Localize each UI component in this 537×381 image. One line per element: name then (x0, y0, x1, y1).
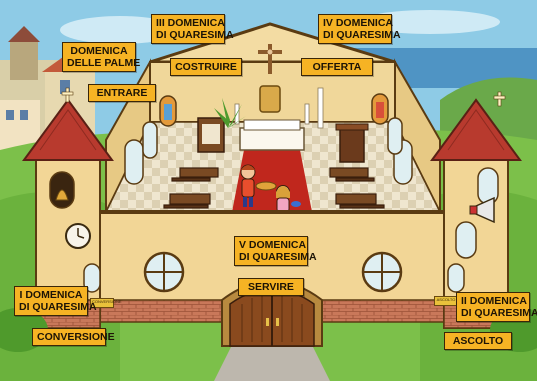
label-costruire[interactable]: COSTRUIRE (170, 58, 242, 76)
child-girl (276, 186, 290, 213)
label-ascolto-text: ASCOLTO (449, 335, 507, 347)
ascolto-plate: ASCOLTO (434, 296, 458, 306)
label-servire-text: SERVIRE (243, 281, 299, 293)
label-quarta-domenica-line1: IV DOMENICA (323, 17, 387, 29)
lectern (340, 128, 364, 162)
label-offerta-text: OFFERTA (306, 61, 368, 73)
label-ascolto[interactable]: ASCOLTO (444, 332, 512, 350)
label-entrare-text: ENTRARE (93, 87, 151, 99)
label-domenica-palme[interactable]: DOMENICA DELLE PALME (62, 42, 136, 72)
label-prima-domenica-line2: DI QUARESIMA (19, 301, 83, 313)
offering-plate (256, 182, 276, 190)
label-costruire-text: COSTRUIRE (175, 61, 237, 73)
label-conversione-text: CONVERSIONE (37, 331, 101, 343)
tabernacle (260, 86, 280, 112)
label-terza-domenica-line2: DI QUARESIMA (156, 29, 220, 41)
label-entrare[interactable]: ENTRARE (88, 84, 156, 102)
label-prima-domenica[interactable]: I DOMENICA DI QUARESIMA (14, 286, 88, 316)
altar (240, 128, 304, 150)
label-quinta-domenica-line1: V DOMENICA (239, 239, 303, 251)
round-window-right (363, 253, 401, 291)
path (214, 345, 330, 381)
label-seconda-domenica-line1: II DOMENICA (461, 295, 525, 307)
label-seconda-domenica[interactable]: II DOMENICA DI QUARESIMA (456, 292, 530, 322)
label-offerta[interactable]: OFFERTA (301, 58, 373, 76)
round-window-left (145, 253, 183, 291)
stained-window-right (372, 94, 388, 124)
label-conversione[interactable]: CONVERSIONE (32, 328, 106, 346)
label-domenica-palme-line1: DOMENICA (67, 45, 131, 57)
label-seconda-domenica-line2: DI QUARESIMA (461, 307, 525, 319)
label-servire[interactable]: SERVIRE (238, 278, 304, 296)
stained-window-left (160, 96, 176, 126)
label-quarta-domenica[interactable]: IV DOMENICA DI QUARESIMA (318, 14, 392, 44)
paschal-candle (318, 88, 323, 128)
label-domenica-palme-line2: DELLE PALME (67, 57, 131, 69)
label-terza-domenica-line1: III DOMENICA (156, 17, 220, 29)
presider-chair (198, 118, 224, 152)
label-quinta-domenica-line2: DI QUARESIMA (239, 251, 303, 263)
label-prima-domenica-line1: I DOMENICA (19, 289, 83, 301)
label-quarta-domenica-line2: DI QUARESIMA (323, 29, 387, 41)
label-quinta-domenica[interactable]: V DOMENICA DI QUARESIMA (234, 236, 308, 266)
label-terza-domenica[interactable]: III DOMENICA DI QUARESIMA (151, 14, 225, 44)
